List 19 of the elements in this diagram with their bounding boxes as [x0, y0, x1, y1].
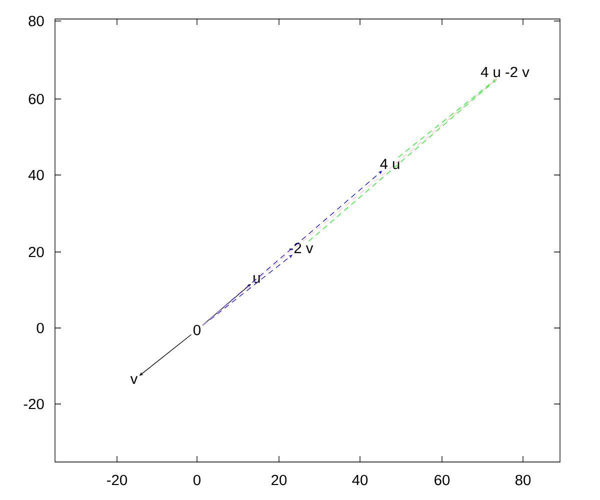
point-label: 0: [194, 324, 200, 336]
tick-label: 0: [36, 322, 44, 334]
tick-label: 60: [434, 474, 450, 486]
tick-label: 80: [515, 474, 531, 486]
tick-label: 0: [194, 474, 200, 486]
tick-label: 60: [28, 94, 44, 104]
tick-label: -20: [24, 398, 44, 410]
point-label: -2 v: [289, 242, 314, 254]
tick-label: 20: [272, 474, 287, 486]
tick-label: 40: [28, 170, 44, 180]
tick-label: 20: [28, 246, 44, 258]
vector-arrow: [202, 254, 292, 326]
tick-label: 80: [28, 16, 44, 26]
point-label: v: [130, 376, 138, 384]
point-label: 4 u: [380, 158, 400, 170]
point-label: 4 u -2 v: [480, 66, 530, 78]
tick-label: 40: [352, 474, 368, 486]
point-label: u: [254, 275, 260, 283]
tick-label: -20: [107, 474, 127, 486]
